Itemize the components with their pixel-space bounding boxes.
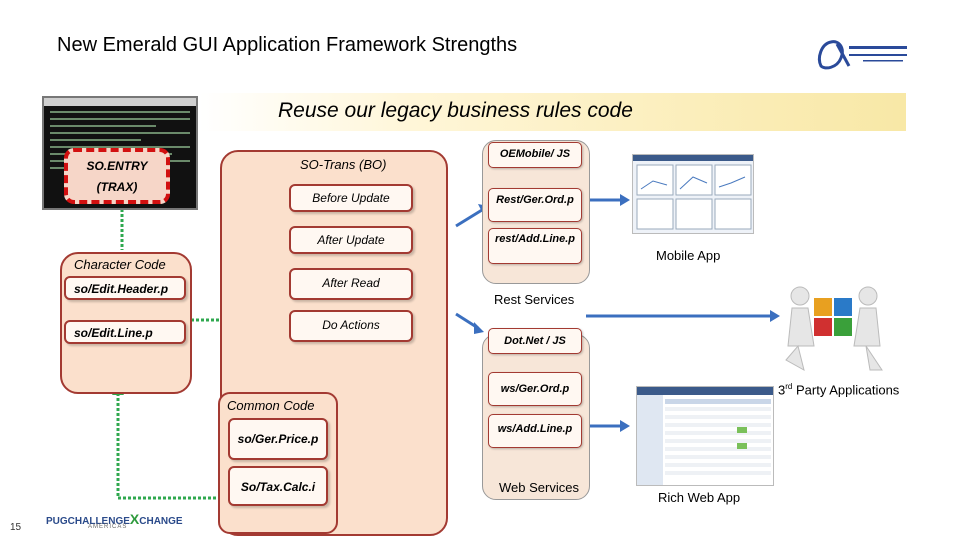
rest-services-label: Rest Services	[494, 292, 575, 307]
bo-item: After Read	[289, 268, 413, 300]
web-item: ws/Add.Line.p	[488, 414, 582, 448]
connector-character-to-common	[116, 393, 216, 500]
character-code-item: so/Edit.Header.p	[64, 276, 186, 300]
rich-web-app-grid	[637, 387, 773, 485]
rich-web-app-label: Rich Web App	[658, 490, 741, 505]
puzzle-people-icon	[785, 286, 883, 371]
banner-background	[200, 93, 906, 131]
slide-title: New Emerald GUI Application Framework St…	[57, 34, 518, 56]
character-code-heading: Character Code	[74, 257, 166, 272]
web-services-label: Web Services	[499, 480, 579, 495]
mobile-app-label: Mobile App	[656, 248, 721, 263]
common-code-heading: Common Code	[227, 398, 315, 413]
mobile-app-tiles	[633, 155, 753, 230]
banner-text: Reuse our legacy business rules code	[278, 99, 633, 122]
rich-web-app-screenshot	[636, 386, 774, 486]
web-item: ws/Ger.Ord.p	[488, 372, 582, 406]
rest-item: Rest/Ger.Ord.p	[488, 188, 582, 222]
legacy-line-1: SO.ENTRY	[86, 159, 148, 173]
character-code-item: so/Edit.Line.p	[64, 320, 186, 344]
web-header: Dot.Net / JS	[488, 328, 582, 354]
arrow-bo-to-rest	[455, 208, 483, 228]
common-code-item: so/Ger.Price.p	[228, 418, 328, 460]
company-logo	[817, 40, 907, 70]
bo-item: Do Actions	[289, 310, 413, 342]
footer-logo-sub: AMERICAS	[88, 524, 128, 530]
third-party-label: 3rd Party Applications	[778, 382, 900, 398]
bo-item: After Update	[289, 226, 413, 254]
legacy-program-box: SO.ENTRY (TRAX)	[64, 148, 170, 204]
slide-number: 15	[10, 522, 22, 533]
mobile-app-screenshot	[632, 154, 754, 234]
rest-header: OEMobile/ JS	[488, 142, 582, 168]
rest-item: rest/Add.Line.p	[488, 228, 582, 264]
common-code-panel	[218, 392, 338, 534]
legacy-line-2: (TRAX)	[96, 180, 138, 194]
footer-logo: PUGCHALLENGEXCHANGE	[46, 511, 183, 527]
bo-item: Before Update	[289, 184, 413, 212]
common-code-item: So/Tax.Calc.i	[228, 466, 328, 506]
bo-heading: SO-Trans (BO)	[300, 157, 387, 172]
